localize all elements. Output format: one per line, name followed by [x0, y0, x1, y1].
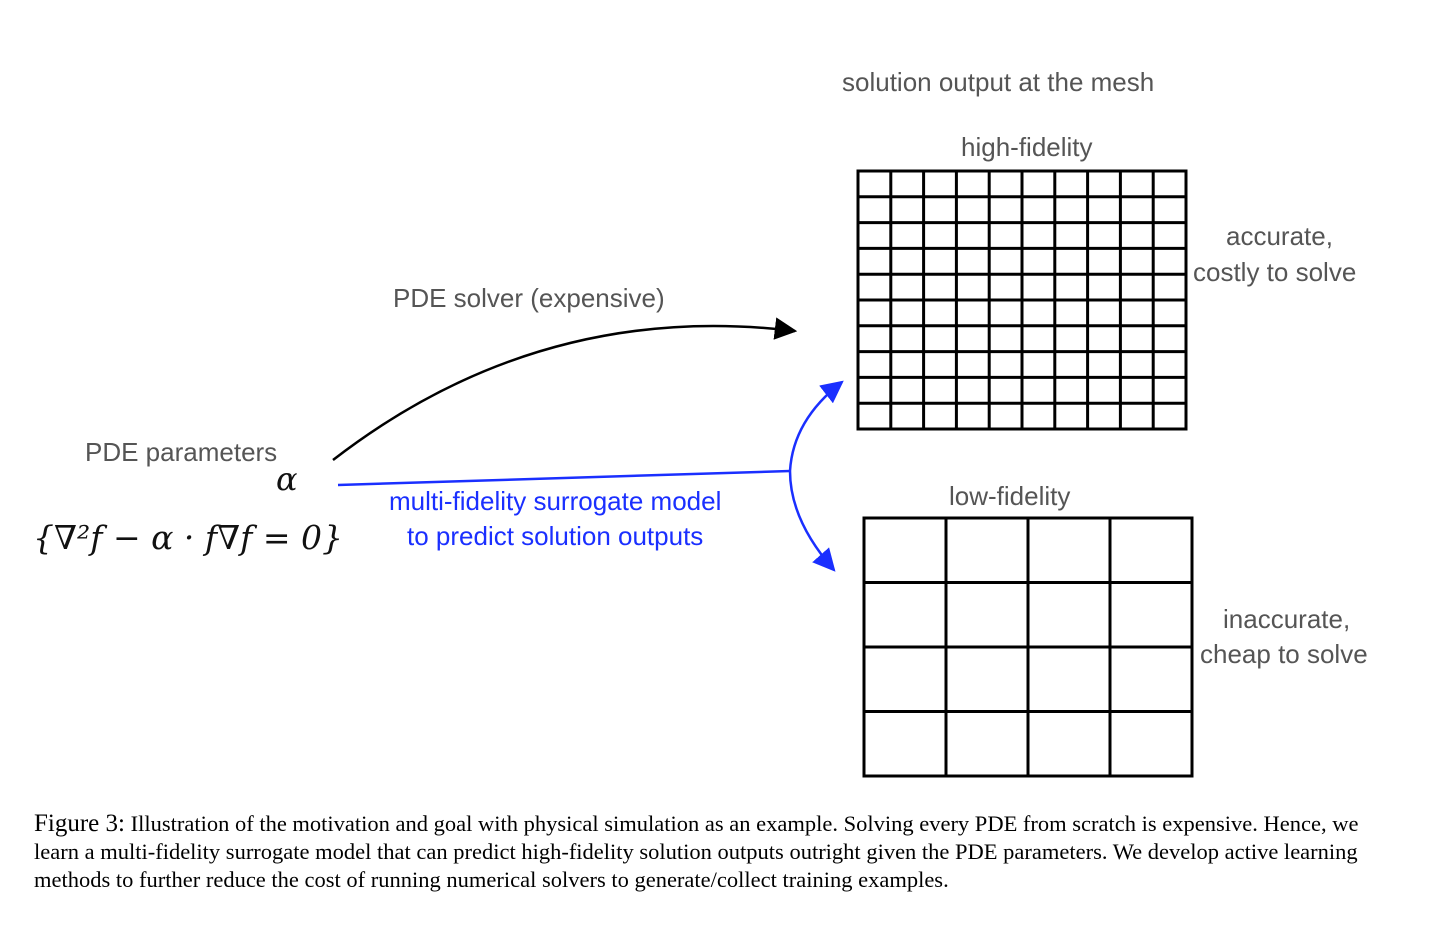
surrogate-line — [337, 469, 791, 487]
surrogate-arrow-high — [788, 380, 844, 472]
pde-solver-label: PDE solver (expensive) — [393, 283, 665, 313]
inaccurate-label: inaccurate, — [1223, 604, 1351, 634]
low-fidelity-label: low-fidelity — [949, 481, 1071, 511]
surrogate-arrow-low — [788, 470, 836, 572]
predict-outputs-label: to predict solution outputs — [407, 521, 704, 551]
surrogate-model-label: multi-fidelity surrogate model — [389, 486, 722, 516]
low-fidelity-mesh — [862, 516, 1194, 778]
cheap-to-solve-label: cheap to solve — [1200, 639, 1368, 669]
alpha-symbol: α — [276, 460, 298, 498]
figure-label: Figure 3: — [34, 810, 125, 837]
pde-solver-arrow — [332, 317, 798, 461]
pde-parameters-label: PDE parameters — [85, 437, 278, 467]
pde-equation: {∇²f − α · f∇f = 0} — [33, 518, 343, 557]
high-fidelity-mesh — [856, 169, 1188, 431]
solution-output-title: solution output at the mesh — [842, 67, 1155, 97]
accurate-label: accurate, — [1226, 221, 1333, 251]
caption-text: Illustration of the motivation and goal … — [34, 811, 1359, 892]
diagram-canvas — [332, 169, 1194, 778]
high-fidelity-label: high-fidelity — [961, 132, 1093, 162]
costly-to-solve-label: costly to solve — [1193, 257, 1357, 287]
figure-caption: Figure 3: Illustration of the motivation… — [34, 810, 1406, 894]
